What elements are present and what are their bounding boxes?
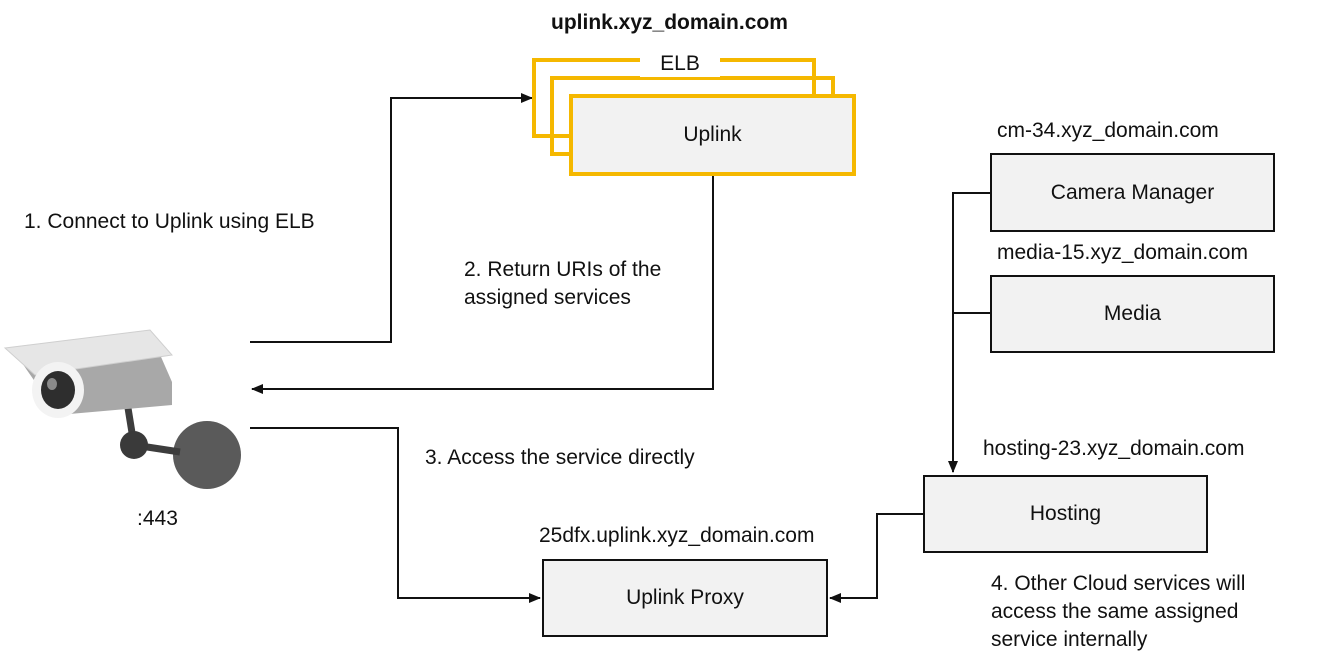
step4-label-line3: service internally xyxy=(991,628,1148,651)
arrow-hosting-proxy xyxy=(829,513,923,603)
uplink-proxy-label: Uplink Proxy xyxy=(626,586,744,609)
hosting-domain: hosting-23.xyz_domain.com xyxy=(983,437,1245,460)
elb-domain-label: uplink.xyz_domain.com xyxy=(551,11,788,34)
proxy-domain: 25dfx.uplink.xyz_domain.com xyxy=(539,524,815,547)
security-camera-icon xyxy=(3,329,241,489)
uplink-label: Uplink xyxy=(683,123,742,146)
hosting-label: Hosting xyxy=(1029,502,1102,525)
camera-manager-label: Camera Manager xyxy=(1050,180,1215,204)
line-camera-manager xyxy=(948,192,990,473)
media-domain: media-15.xyz_domain.com xyxy=(997,241,1248,264)
step4-label-line2: access the same assigned xyxy=(991,600,1239,623)
step3-label: 3. Access the service directly xyxy=(425,446,695,469)
uplink-proxy-box: Uplink Proxy xyxy=(542,559,828,637)
elb-label: ELB xyxy=(640,50,720,78)
uplink-box: Uplink xyxy=(569,94,856,176)
arrow-return-uris xyxy=(251,175,714,394)
step2-label-line1: 2. Return URIs of the xyxy=(464,258,662,281)
arrow-access-service xyxy=(250,427,541,603)
camera-manager-box: Camera Manager xyxy=(990,153,1275,232)
media-box: Media xyxy=(990,275,1275,353)
camera-manager-domain: cm-34.xyz_domain.com xyxy=(997,119,1219,142)
step2-label-line2: assigned services xyxy=(464,286,631,309)
step1-label: 1. Connect to Uplink using ELB xyxy=(24,210,315,233)
media-label: Media xyxy=(1103,302,1162,325)
step4-label-line1: 4. Other Cloud services will xyxy=(991,572,1246,595)
camera-port-label: :443 xyxy=(137,507,178,530)
arrow-connect-uplink xyxy=(250,93,533,343)
hosting-box: Hosting xyxy=(923,475,1208,553)
